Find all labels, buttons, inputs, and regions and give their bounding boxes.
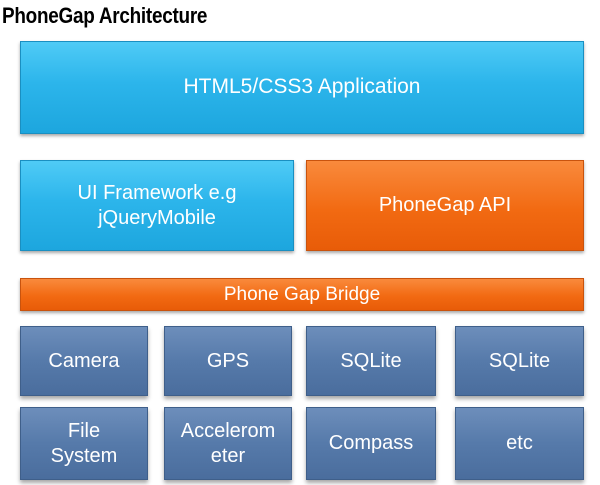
compass-module-label: Compass xyxy=(328,432,414,454)
phonegap-bridge-layer: Phone Gap Bridge xyxy=(20,278,584,311)
phonegap-api-layer: PhoneGap API xyxy=(306,160,584,251)
etc-module-label: etc xyxy=(506,432,533,454)
ui-framework-label-line-2: jQueryMobile xyxy=(98,206,216,229)
diagram-title: PhoneGap Architecture xyxy=(2,3,208,28)
accelerometer-label-line-2: eter xyxy=(210,444,246,467)
file-system-label-line-1: File xyxy=(67,419,101,442)
file-system-label-line-2: System xyxy=(50,444,118,467)
sqlite-module-second: SQLite xyxy=(455,326,584,396)
ui-framework-label-line-1: UI Framework e.g xyxy=(77,181,237,204)
sqlite-module-second-label: SQLite xyxy=(488,349,551,372)
sqlite-module-label: SQLite xyxy=(340,349,402,372)
gps-module: GPS xyxy=(164,326,292,396)
application-layer-label: HTML5/CSS3 Application xyxy=(183,75,421,99)
camera-module: Camera xyxy=(20,326,148,396)
ui-framework-layer: UI Framework e.g jQueryMobile xyxy=(20,160,294,251)
compass-module: Compass xyxy=(306,407,436,480)
phonegap-api-label: PhoneGap API xyxy=(378,194,512,216)
camera-module-label: Camera xyxy=(48,349,120,372)
file-system-module: File System xyxy=(20,407,148,480)
gps-module-label: GPS xyxy=(206,349,250,372)
html5-css3-application-layer: HTML5/CSS3 Application xyxy=(20,41,584,134)
bridge-label: Phone Gap Bridge xyxy=(223,283,381,305)
etc-module: etc xyxy=(455,407,584,480)
accelerometer-module: Accelerom eter xyxy=(164,407,292,480)
sqlite-module: SQLite xyxy=(306,326,436,396)
accelerometer-label-line-1: Accelerom xyxy=(180,419,276,442)
